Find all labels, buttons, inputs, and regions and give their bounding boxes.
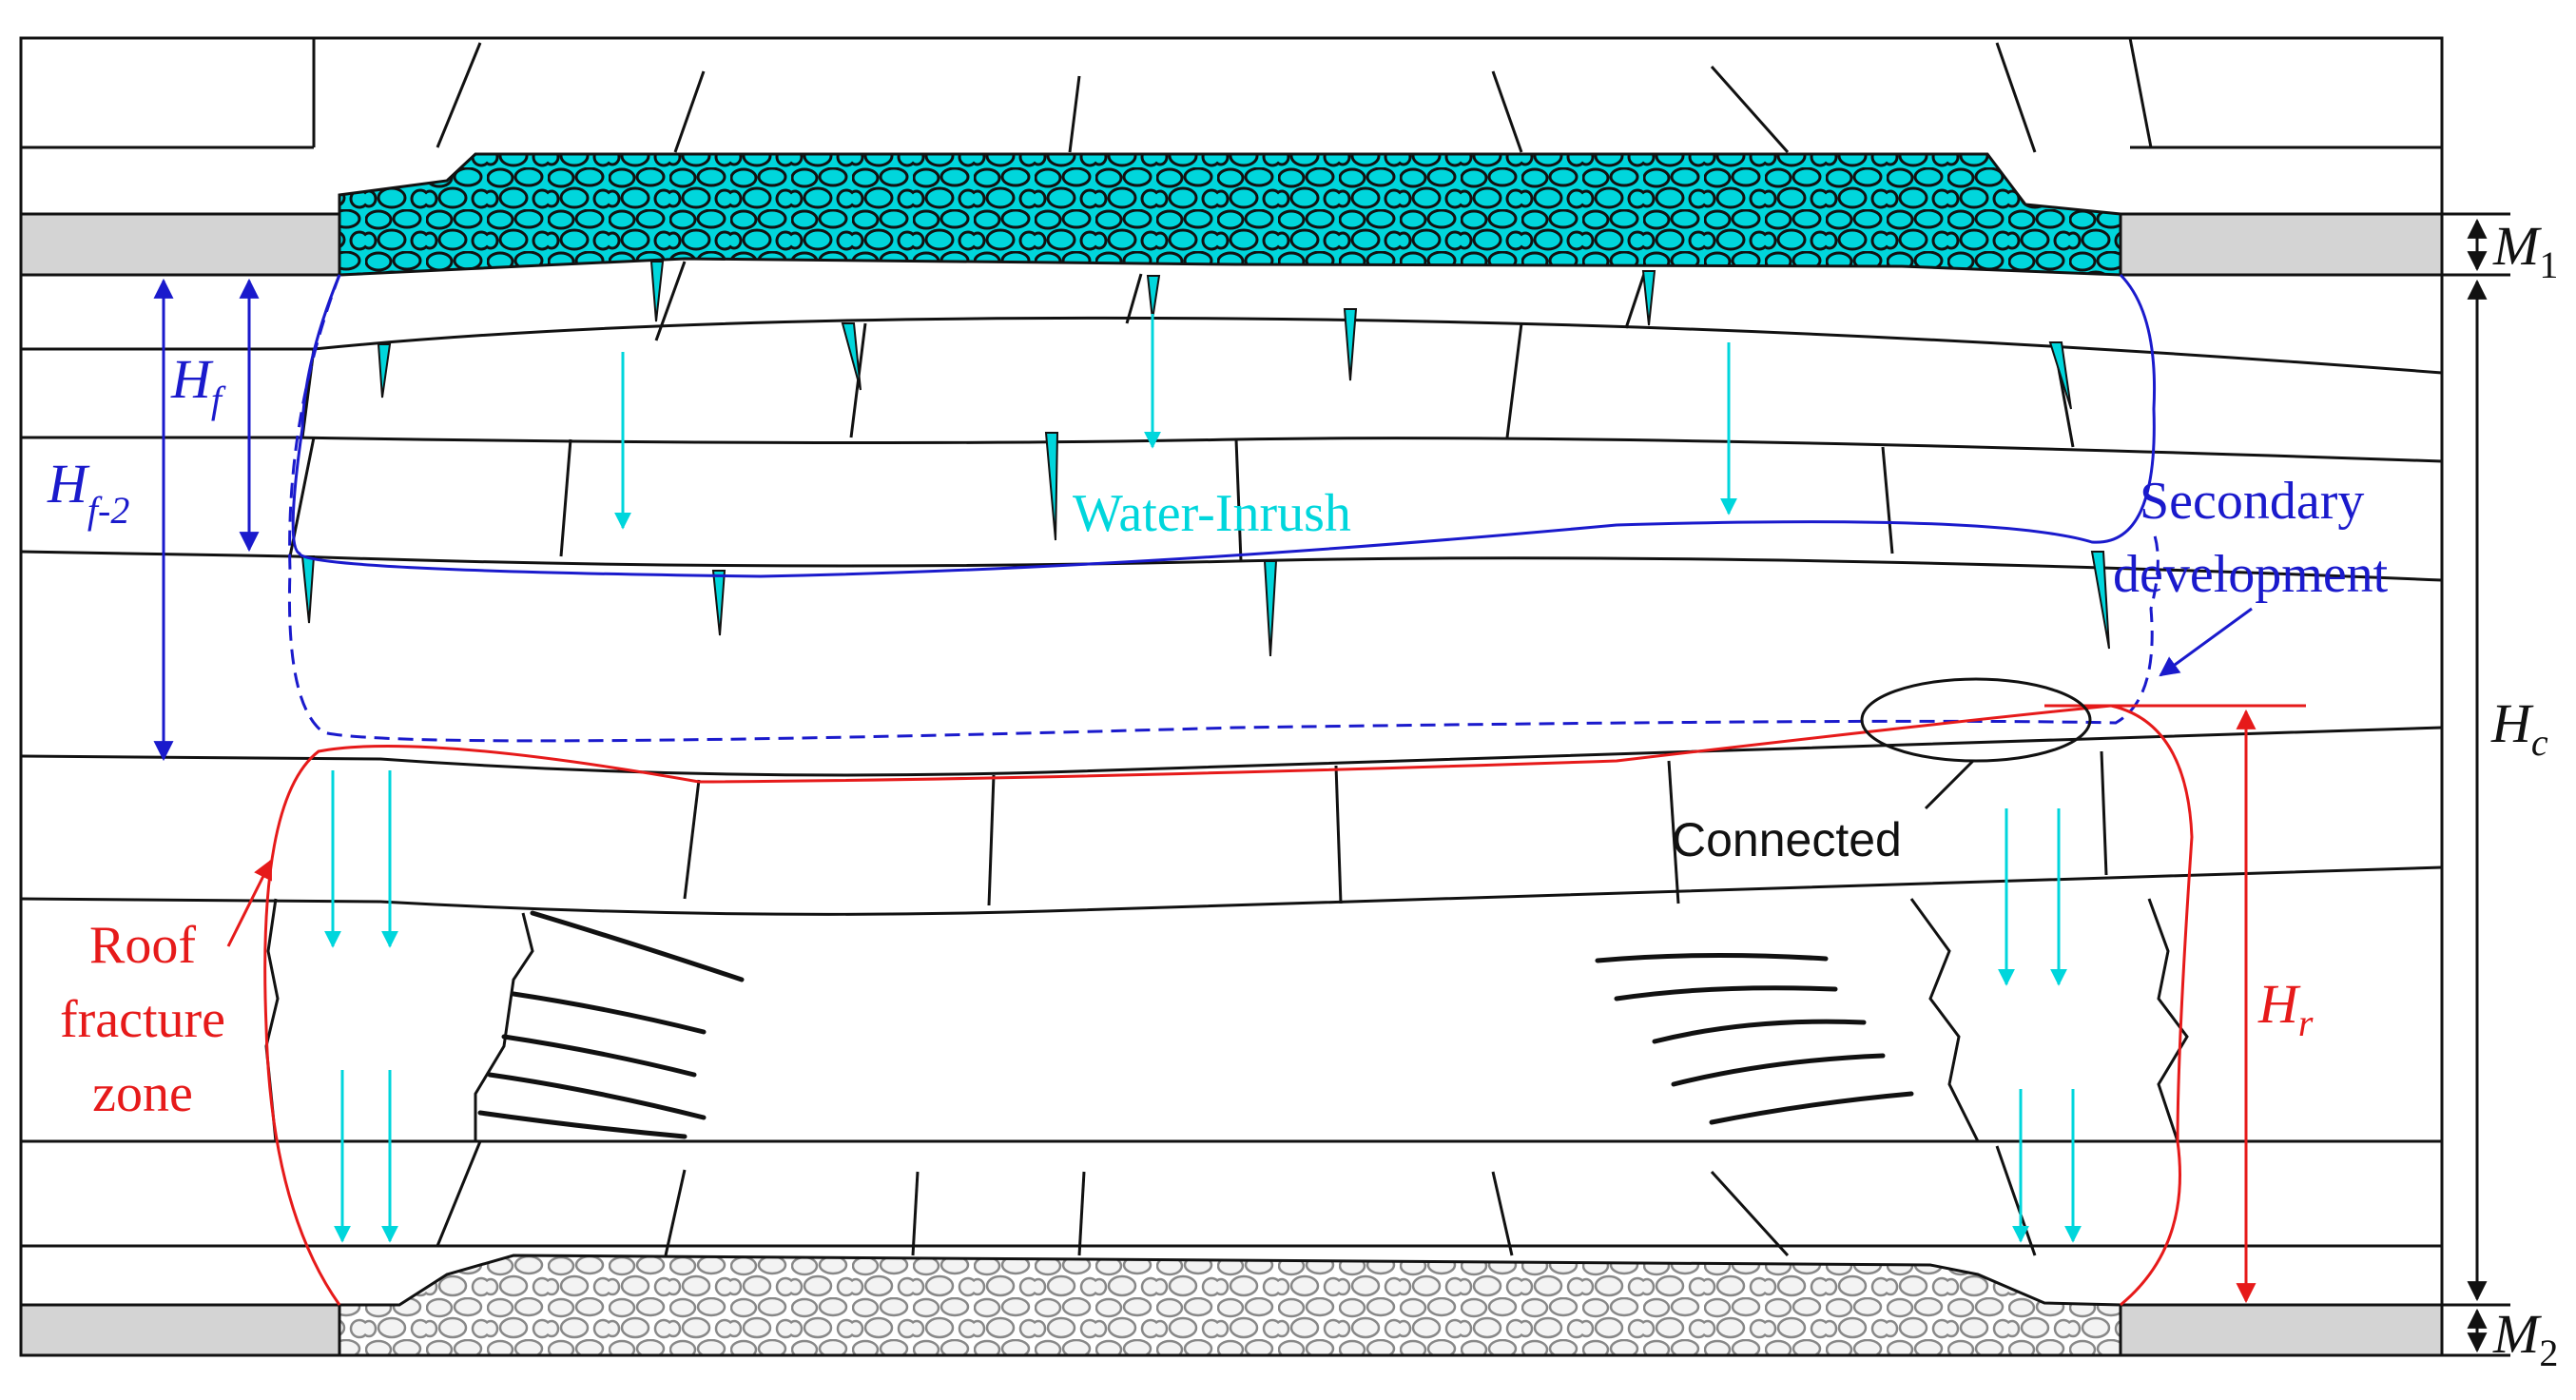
roof-zone-leader xyxy=(226,859,273,947)
blue-secondary-development-outline xyxy=(287,274,2160,743)
red-roof-fracture-outline xyxy=(263,704,2194,1307)
lower-gob-rubble xyxy=(338,1254,2122,1357)
m1-dimension xyxy=(2442,212,2510,277)
upper-seam-right xyxy=(2119,212,2444,277)
connected-ellipse xyxy=(1860,677,2092,763)
connected-label: Connected xyxy=(1672,813,1902,866)
upper-gob-water-rubble xyxy=(338,152,2122,277)
secondary-label-line1: Secondary xyxy=(2140,472,2364,531)
water-inrush-label: Water-Inrush xyxy=(1073,484,1351,543)
water-fissures xyxy=(300,261,2110,657)
connected-leader xyxy=(1924,759,1975,810)
layer-line-4 xyxy=(21,436,2443,463)
lower-seam-right xyxy=(2119,1303,2444,1357)
roof-label-line3: zone xyxy=(92,1064,193,1123)
layer-line-7 xyxy=(20,865,2443,916)
m1-label: M1 xyxy=(2492,215,2558,286)
layer-line-5 xyxy=(20,550,2443,582)
secondary-label-line2: development xyxy=(2113,545,2389,604)
upper-coal-seam xyxy=(19,212,2444,277)
hr-label: Hr xyxy=(2257,973,2314,1044)
abutment-fracture-lines xyxy=(477,910,1914,1139)
upper-seam-left xyxy=(19,212,341,277)
lower-seam-left xyxy=(19,1303,341,1357)
layer-line-6 xyxy=(20,726,2443,777)
rough-fracture-edges xyxy=(264,898,2189,1142)
water-flow-arrows xyxy=(324,314,2082,1243)
roof-label-line2: fracture xyxy=(60,990,225,1049)
m2-dimension xyxy=(2442,1303,2510,1357)
strata-boundaries xyxy=(20,146,2443,1307)
roof-label-line1: Roof xyxy=(89,916,196,975)
hf2-label: Hf-2 xyxy=(47,453,129,532)
hc-label: Hc xyxy=(2490,692,2548,764)
secondary-development-leader xyxy=(2159,607,2253,677)
m2-label: M2 xyxy=(2492,1303,2558,1374)
hf-label: Hf xyxy=(170,348,226,421)
blue-fracture-zone-outline xyxy=(291,273,2157,578)
block-joints xyxy=(288,37,2153,1257)
